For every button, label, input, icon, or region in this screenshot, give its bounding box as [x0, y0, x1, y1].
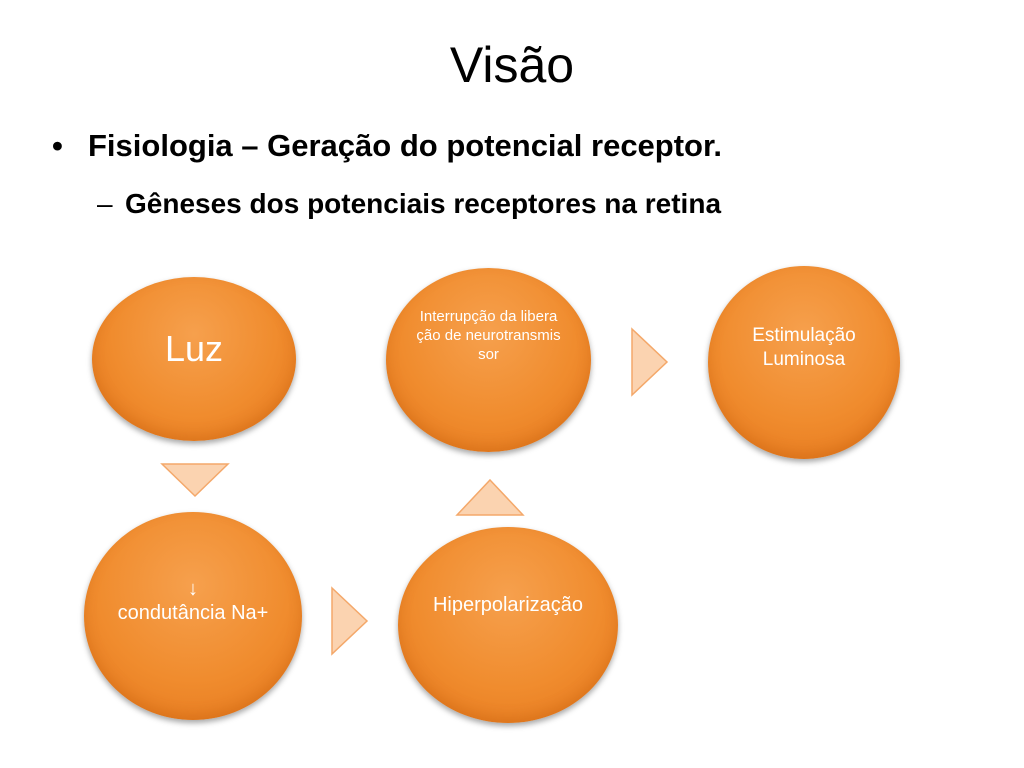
arrow-down-luz — [160, 463, 230, 498]
bullet-marker: • — [52, 128, 63, 163]
node-condutancia-label: condutância Na+ — [117, 602, 269, 624]
node-interrupcao-label: Interrupção da liberação de neurotransmi… — [416, 307, 561, 363]
node-hiperpolarizacao-label: Hiperpolarização — [432, 594, 584, 616]
sub-bullet-text: Gêneses dos potenciais receptores na ret… — [125, 188, 722, 219]
node-interrupcao: Interrupção da liberação de neurotransmi… — [386, 268, 591, 452]
node-luz: Luz — [92, 277, 296, 441]
arrow-up-hiperpolarizacao — [455, 478, 525, 516]
node-estimulacao: Estimulação Luminosa — [708, 266, 900, 459]
node-hiperpolarizacao: Hiperpolarização — [398, 527, 618, 723]
node-estimulacao-label: Estimulação Luminosa — [752, 324, 856, 370]
arrow-right-interrupcao — [631, 327, 669, 397]
node-condutancia-arrow: ↓ — [187, 578, 198, 600]
arrow-right-condutancia — [331, 586, 369, 656]
sub-bullet-item: –Gêneses dos potenciais receptores na re… — [97, 184, 721, 224]
sub-bullet-marker: – — [97, 188, 113, 219]
slide-title: Visão — [449, 37, 575, 93]
bullet-item: • Fisiologia – Geração do potencial recep… — [52, 124, 722, 168]
node-luz-label: Luz — [164, 328, 224, 369]
bullet-text: Fisiologia – Geração do potencial recept… — [88, 128, 722, 163]
node-condutancia: ↓ condutância Na+ — [84, 512, 302, 720]
